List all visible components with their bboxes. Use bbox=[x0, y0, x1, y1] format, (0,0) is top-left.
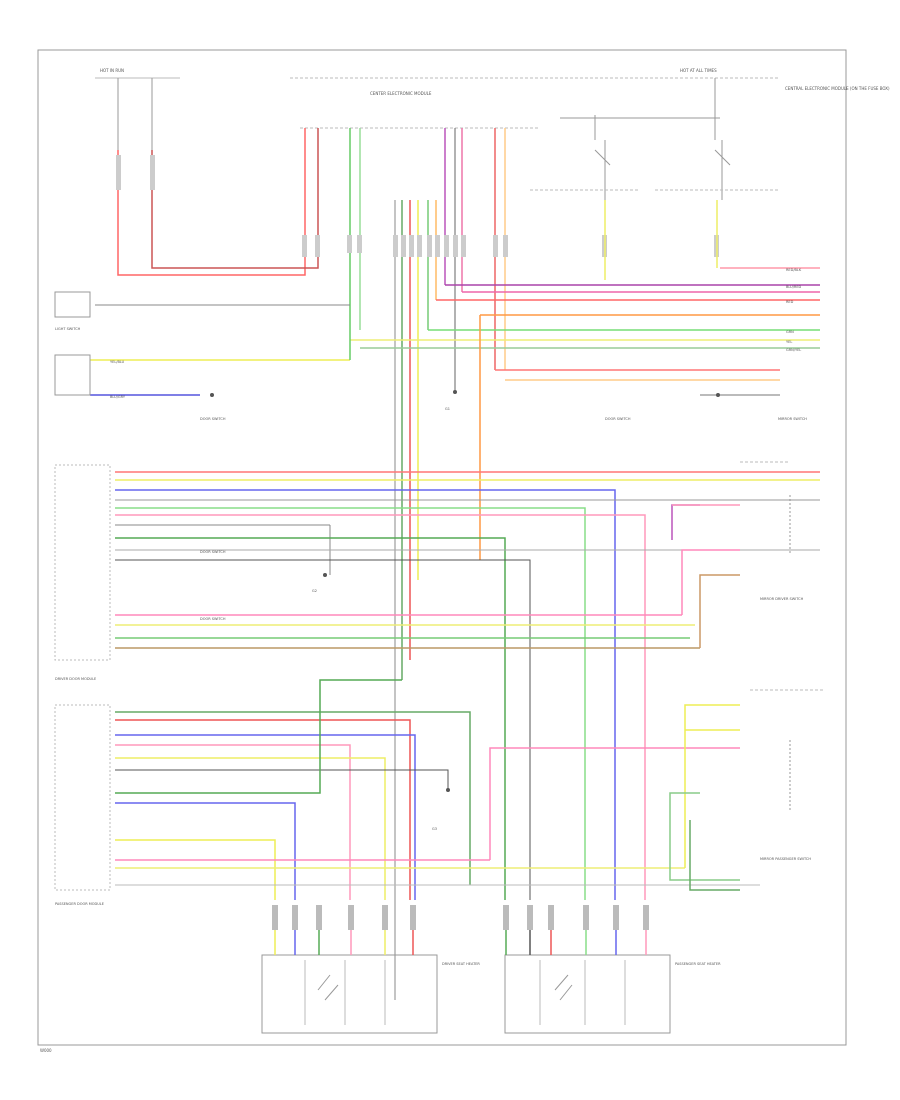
connector-row bbox=[272, 905, 649, 930]
ground-label: G2 bbox=[312, 589, 317, 593]
connector-wire-stubs bbox=[274, 930, 647, 955]
ground-point bbox=[210, 393, 214, 397]
wire-yel bbox=[115, 839, 276, 900]
wire-grn bbox=[669, 792, 740, 881]
pass-door-module-label: PASSENGER DOOR MODULE bbox=[55, 902, 104, 906]
ground-label: G1 bbox=[445, 407, 450, 411]
wire-red bbox=[115, 719, 411, 900]
wire-yel bbox=[115, 757, 386, 900]
wire-blu bbox=[115, 489, 616, 900]
hot-in-run-label: HOT IN RUN bbox=[100, 68, 124, 73]
wire-label: BLU/RED bbox=[786, 285, 802, 289]
central-module-note: CENTRAL ELECTRONIC MODULE (ON THE FUSE B… bbox=[785, 86, 890, 91]
wire-grn bbox=[115, 679, 402, 794]
wire-grn bbox=[115, 507, 586, 900]
driver-door-module-label: DRIVER DOOR MODULE bbox=[55, 677, 96, 681]
mirror-driver-label: MIRROR DRIVER SWITCH bbox=[760, 597, 804, 601]
switch-box bbox=[54, 354, 91, 396]
wire-pink bbox=[489, 747, 740, 860]
wire-blu bbox=[115, 734, 416, 900]
wire-label: RED/BLK bbox=[786, 268, 802, 272]
wire-label: GRN/YEL bbox=[786, 348, 801, 352]
pass-seat-heater-label: PASSENGER SEAT HEATER bbox=[675, 962, 721, 966]
wire-black bbox=[115, 769, 449, 790]
center-module-label: CENTER ELECTRONIC MODULE bbox=[370, 91, 432, 96]
wire-pink bbox=[115, 744, 351, 900]
mirror-switch-label: MIRROR SWITCH bbox=[778, 417, 807, 421]
wire-brn bbox=[699, 574, 740, 648]
wire-black bbox=[115, 559, 531, 900]
relay-switch bbox=[714, 140, 731, 200]
wire-grn bbox=[689, 820, 740, 891]
wire-label: YEL bbox=[786, 340, 792, 344]
light-switch-box bbox=[54, 291, 91, 318]
ground-point bbox=[716, 393, 720, 397]
heater-switch bbox=[317, 974, 573, 1001]
diagram-code: W000 bbox=[40, 1048, 52, 1053]
ground-label: G3 bbox=[432, 827, 437, 831]
mirror-pass-label: MIRROR PASSENGER SWITCH bbox=[760, 857, 811, 861]
driver-door-module-box bbox=[54, 464, 111, 661]
wire-pink bbox=[681, 549, 740, 615]
driver-seat-heater-label: DRIVER SEAT HEATER bbox=[442, 962, 480, 966]
wire-label: YEL/BLU bbox=[110, 360, 125, 364]
ground-point bbox=[453, 390, 457, 394]
wire-red bbox=[117, 128, 306, 276]
wire-label: RED bbox=[786, 300, 794, 304]
wire-purple bbox=[671, 504, 700, 540]
wire-label: GRN bbox=[786, 330, 794, 334]
wire-red-blk bbox=[151, 128, 319, 269]
ground-point bbox=[323, 573, 327, 577]
pass-seat-heater-box bbox=[504, 954, 671, 1034]
module-connectors bbox=[116, 155, 719, 257]
wire-yel bbox=[684, 704, 740, 868]
hot-at-all-times-label: HOT AT ALL TIMES bbox=[680, 68, 717, 73]
wire-label: BLU/GRY bbox=[110, 395, 126, 399]
diagram-border bbox=[37, 49, 847, 1046]
pass-door-module-box bbox=[54, 704, 111, 891]
wire-pink bbox=[115, 514, 646, 900]
light-switch-label: LIGHT SWITCH bbox=[55, 327, 81, 331]
wire-grn bbox=[115, 537, 506, 900]
door-ref: DOOR SWITCH bbox=[605, 417, 631, 421]
relay-switch bbox=[594, 140, 611, 200]
wire-grn bbox=[115, 711, 471, 885]
door-ref: DOOR SWITCH bbox=[200, 550, 226, 554]
door-ref: DOOR SWITCH bbox=[200, 617, 226, 621]
door-ref: DOOR SWITCH bbox=[200, 417, 226, 421]
driver-seat-heater-box bbox=[261, 954, 438, 1034]
